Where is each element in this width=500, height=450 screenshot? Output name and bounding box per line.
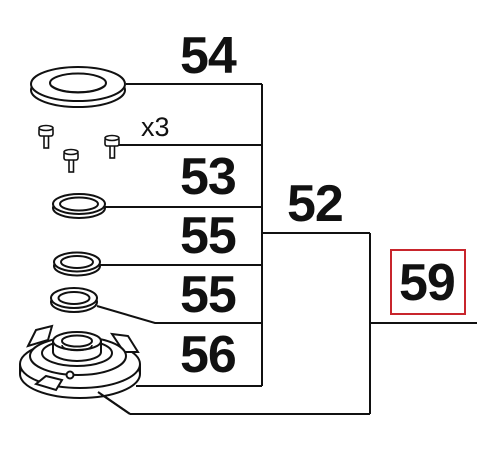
part-number-55-lower: 55 [180, 266, 237, 324]
screw-icon-2 [63, 148, 79, 173]
part-number-54: 54 [180, 27, 237, 85]
part-number-59[interactable]: 59 [399, 254, 456, 312]
highlighted-part-box[interactable]: 59 [390, 249, 466, 315]
part-55-o-ring-lower [50, 287, 98, 313]
part-56-spool [19, 324, 141, 399]
part-54-washer [30, 66, 126, 108]
part-53-o-ring [52, 193, 106, 219]
screw-icon-3 [104, 134, 120, 159]
part-number-53: 53 [180, 148, 237, 206]
screw-icon-1 [38, 124, 54, 149]
leader-lines [96, 83, 477, 415]
part-number-56: 56 [180, 326, 237, 384]
part-number-52: 52 [287, 175, 344, 233]
part-56-leader-tip [97, 391, 131, 415]
screws-icon [38, 124, 120, 173]
part-55-o-ring-upper [53, 251, 101, 277]
quantity-label: x3 [141, 112, 170, 142]
part-number-55-upper: 55 [180, 207, 237, 265]
